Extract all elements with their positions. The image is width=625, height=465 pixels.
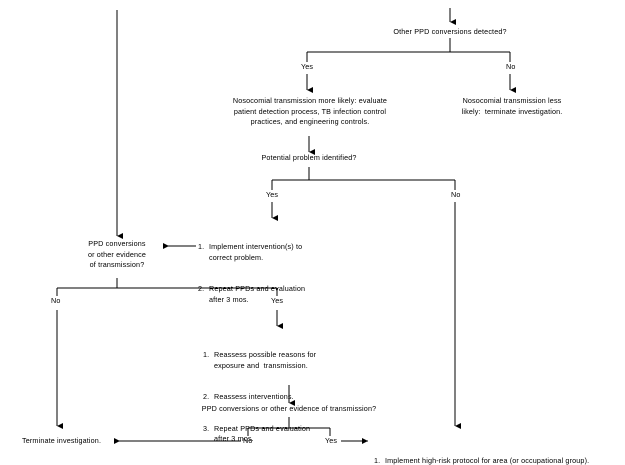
branch-label-bottom-yes: Yes xyxy=(325,436,338,445)
branch-label-top-yes: Yes xyxy=(301,62,314,71)
node-nosocomial-more-likely: Nosocomial transmission more likely: eva… xyxy=(232,96,388,126)
branch-label-ppd-no: No xyxy=(51,296,61,305)
node-other-ppd-conversions: Other PPD conversions detected? xyxy=(393,27,507,36)
list-item-text: Repeat PPDs and evaluation after 3 mos. xyxy=(214,423,311,444)
branch-label-top-no: No xyxy=(506,62,516,71)
list-item-number: 2. xyxy=(203,392,210,401)
list-item-number: 1. xyxy=(198,242,205,251)
list-item-number: 2. xyxy=(198,284,205,293)
branch-label-mid-yes: Yes xyxy=(266,190,279,199)
list-item: 1. Reassess possible reasons for exposur… xyxy=(203,350,383,371)
node-potential-problem-identified: Potential problem identified? xyxy=(261,153,357,162)
list-item-text: Implement high-risk protocol for area (o… xyxy=(385,456,590,465)
list-item: 1. Implement intervention(s) to correct … xyxy=(198,242,358,263)
list-item-number: 1. xyxy=(203,350,210,359)
list-item-text: Repeat PPDs and evaluation after 3 mos. xyxy=(209,284,306,304)
list-item: 2. Reassess interventions. xyxy=(203,392,383,403)
node-nosocomial-less-likely: Nosocomial transmission less likely: ter… xyxy=(461,96,563,116)
list-high-risk-protocol: 1. Implement high-risk protocol for area… xyxy=(374,435,624,465)
list-item: 2. Repeat PPDs and evaluation after 3 mo… xyxy=(198,284,358,305)
node-terminate-investigation: Terminate investigation. xyxy=(22,436,102,445)
list-item: 3. Repeat PPDs and evaluation after 3 mo… xyxy=(203,424,383,445)
list-item-text: Reassess interventions. xyxy=(214,392,294,401)
node-ppd-conversions-evidence: PPD conversions or other evidence of tra… xyxy=(87,239,147,269)
list-item-text: Implement intervention(s) to correct pro… xyxy=(209,242,303,262)
branch-label-bottom-no: No xyxy=(243,436,253,445)
list-item-number: 1. xyxy=(374,456,381,465)
branch-label-ppd-yes: Yes xyxy=(271,296,284,305)
node-ppd-conversions-evidence-bottom: PPD conversions or other evidence of tra… xyxy=(201,404,377,413)
list-interventions: 1. Implement intervention(s) to correct … xyxy=(198,221,358,326)
list-item: 1. Implement high-risk protocol for area… xyxy=(374,456,624,465)
list-item-number: 3. xyxy=(203,423,210,433)
list-reassess: 1. Reassess possible reasons for exposur… xyxy=(203,329,383,465)
list-item-text: Reassess possible reasons for exposure a… xyxy=(214,350,317,370)
branch-label-mid-no: No xyxy=(451,190,461,199)
